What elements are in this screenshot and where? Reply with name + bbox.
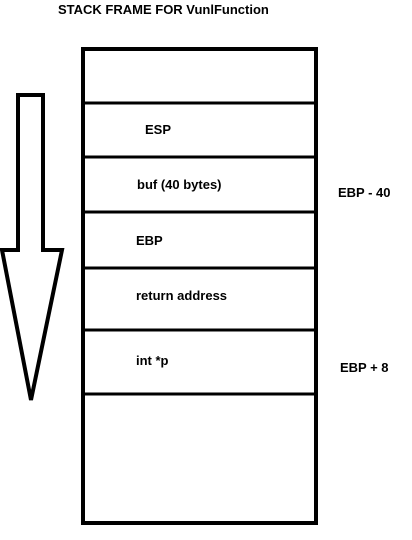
slot-label-int-p: int *p: [136, 353, 169, 368]
offset-label-ebp-minus-40: EBP - 40: [338, 185, 391, 200]
down-arrow-icon: [0, 93, 65, 401]
slot-label-return-address: return address: [136, 288, 228, 303]
slot-label-esp: ESP: [145, 122, 172, 137]
slot-label-buf: buf (40 bytes): [137, 177, 222, 192]
offset-label-ebp-plus-8: EBP + 8: [340, 360, 389, 375]
stack-box: [81, 47, 318, 525]
slot-label-ebp: EBP: [136, 233, 163, 248]
diagram-title: STACK FRAME FOR VunlFunction: [58, 2, 269, 17]
